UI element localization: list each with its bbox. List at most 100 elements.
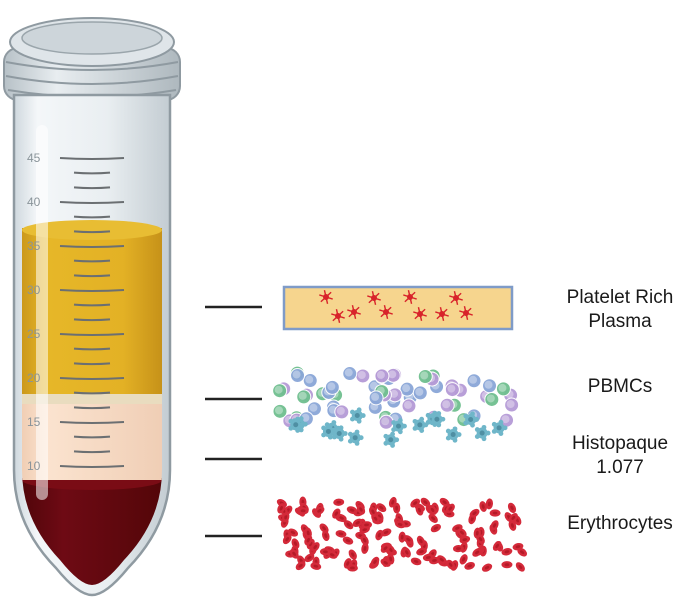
erythrocyte [452,544,464,553]
erythrocyte [472,548,483,557]
scale-label: 25 [27,327,41,341]
minor-tick [73,318,111,322]
lymphocyte [417,368,433,384]
erythrocyte [310,562,322,570]
scale-label: 20 [27,371,41,385]
scale-label: 35 [27,239,41,253]
erythrocyte [277,503,286,514]
lymphocyte [385,367,401,383]
label-pbmc-line1: PBMCs [587,376,653,397]
erythrocyte [428,504,437,515]
erythrocyte [319,548,331,556]
monocyte [474,424,491,442]
erythrocyte [410,498,421,508]
lymphocyte [302,373,318,389]
minor-tick [73,435,111,439]
erythrocyte [314,506,325,516]
monocyte [429,411,446,428]
erythrocyte [376,503,387,513]
lymphocyte [378,414,394,430]
erythrocyte [508,520,517,531]
major-tick [59,333,125,336]
monocyte [347,429,364,446]
minor-tick [73,362,111,366]
erythrocyte [416,535,426,547]
erythrocyte [304,553,315,563]
erythrocyte [342,536,354,545]
erythrocyte [322,530,330,542]
glass-highlight [36,125,48,500]
erythrocyte [428,513,438,523]
label-platelet-rich-plasma: Platelet Rich Plasma [545,286,695,334]
platelet [379,305,393,319]
lymphocyte [495,381,511,397]
platelet [331,309,345,323]
erythrocyte [370,556,380,567]
erythrocyte [380,528,392,537]
lymphocyte [466,373,482,389]
erythrocyte [481,563,493,572]
lymphocyte [296,389,312,405]
connector-lines [205,305,262,538]
pbmc-cluster [272,365,520,448]
platelets [319,290,473,323]
erythrocyte [490,520,499,531]
lymphocyte [290,368,306,384]
monocyte [491,419,508,436]
platelet [319,290,333,304]
erythrocyte [452,524,463,533]
major-tick [59,465,125,468]
platelet [459,306,473,320]
lymphocyte [324,379,340,395]
erythrocyte [291,538,300,549]
erythrocyte [485,498,493,510]
erythrocyte [410,557,422,566]
erythrocyte [398,531,406,543]
major-tick [59,421,125,424]
erythrocyte [415,504,424,516]
minor-tick [73,406,111,410]
erythrocyte [492,541,502,551]
scale-label: 30 [27,283,41,297]
scale-label: 40 [27,195,41,209]
erythrocyte [343,558,352,569]
erythrocyte [369,506,378,518]
label-histopaque: Histopaque 1.077 [545,432,695,480]
erythrocyte [380,543,391,553]
lymphocyte [399,381,415,397]
erythrocyte [469,508,480,518]
erythrocyte [352,518,363,527]
erythrocyte [501,561,513,569]
erythrocyte-cluster [276,496,528,572]
lymphocyte [412,385,428,401]
minor-tick [73,303,111,307]
major-tick [59,377,125,380]
plasma-meniscus [22,220,162,240]
erythrocyte [403,535,414,544]
platelet [413,307,427,321]
monocyte [288,416,305,433]
erythrocyte [361,521,373,529]
lymphocyte [272,383,288,399]
lymphocyte [482,378,498,394]
erythrocyte [393,502,401,514]
erythrocyte [343,520,354,530]
erythrocyte [289,549,299,559]
lymphocyte [484,391,500,407]
erythrocyte [517,547,528,557]
erythrocyte [459,535,471,544]
lymphocyte [355,368,371,384]
erythrocyte [361,542,369,554]
monocyte [350,407,366,424]
platelet [403,290,417,304]
erythrocyte [333,498,345,506]
label-erythrocytes: Erythrocytes [545,512,695,536]
erythrocyte [304,535,313,546]
major-tick [59,201,125,204]
lymphocyte [439,397,455,413]
erythrocyte [375,529,384,541]
monocyte [463,411,480,428]
